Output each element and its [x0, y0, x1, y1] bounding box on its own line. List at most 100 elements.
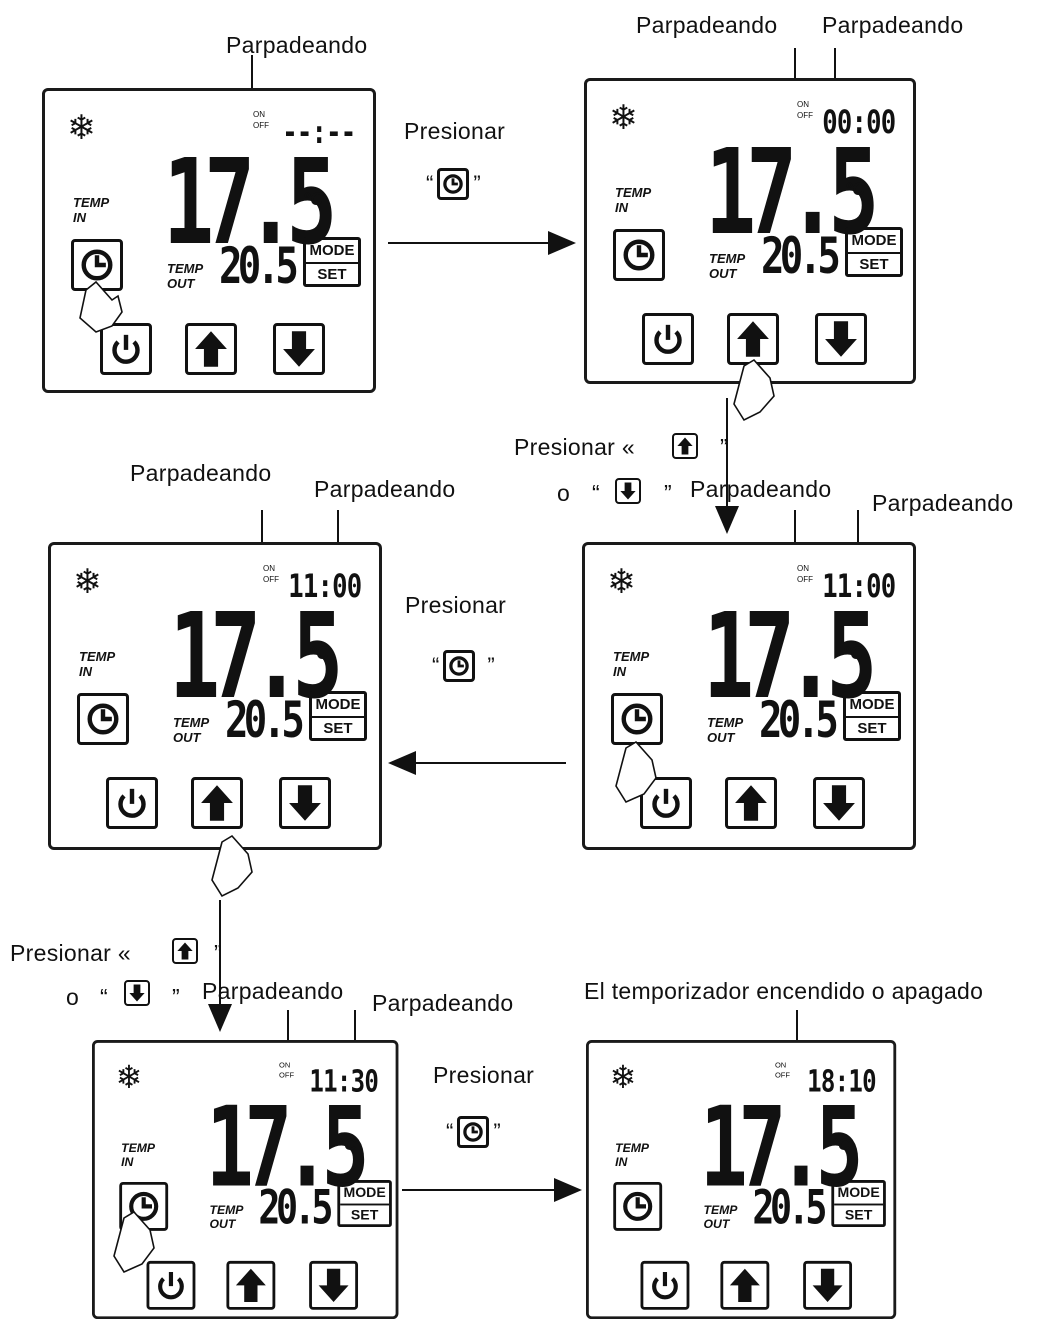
outdoor-temperature: 20.5: [258, 1180, 333, 1235]
on-label: ON: [797, 564, 809, 573]
final-note: El temporizador encendido o apagado: [584, 978, 984, 1004]
power-icon: [118, 788, 146, 818]
power-icon: [158, 1272, 184, 1300]
temp-out-line1: TEMP: [173, 715, 210, 730]
timer-display: 00:00: [821, 103, 896, 141]
outdoor-temperature: 20.5: [752, 1180, 827, 1235]
indoor-temperature: 17.5: [699, 1082, 864, 1213]
power-button[interactable]: [106, 777, 158, 829]
mode-set-button[interactable]: MODE SET: [309, 691, 367, 741]
blinking-label: Parpadeando: [130, 460, 272, 486]
temp-out-line1: TEMP: [167, 261, 204, 276]
thermostat-panel: ❄ ON OFF 11:30 TEMP IN 17.5 °C TEMP OUT …: [92, 1040, 398, 1319]
set-label: SET: [857, 720, 887, 737]
down-button[interactable]: [803, 1260, 853, 1310]
power-icon: [654, 324, 682, 354]
arrow-up-icon: [672, 433, 698, 459]
mode-set-button[interactable]: MODE SET: [843, 691, 901, 741]
temp-out-line2: OUT: [707, 730, 735, 745]
down-button[interactable]: [815, 313, 867, 365]
unit-label: °C: [303, 189, 324, 209]
blinking-label: Parpadeando: [636, 12, 778, 38]
mode-set-button[interactable]: MODE SET: [831, 1180, 886, 1228]
up-button[interactable]: [185, 323, 237, 375]
arrow-down-icon: [615, 478, 641, 504]
clock-icon: [87, 703, 119, 735]
power-button[interactable]: [640, 777, 692, 829]
off-label: OFF: [263, 575, 279, 584]
set-label: SET: [317, 266, 347, 283]
mode-set-button[interactable]: MODE SET: [845, 227, 903, 277]
clock-button[interactable]: [613, 1181, 663, 1231]
on-label: ON: [797, 100, 809, 109]
indoor-temperature: 17.5: [703, 587, 877, 725]
power-button[interactable]: [642, 313, 694, 365]
up-button[interactable]: [727, 313, 779, 365]
mode-label: MODE: [834, 1183, 884, 1206]
quote: ”: [487, 653, 495, 678]
indoor-temperature: 17.5: [705, 123, 879, 261]
off-label: OFF: [797, 575, 813, 584]
clock-icon: [457, 1116, 490, 1148]
quote: ”: [473, 171, 481, 196]
clock-button[interactable]: [613, 229, 665, 281]
off-label: OFF: [774, 1071, 790, 1080]
temp-out-line2: OUT: [167, 276, 195, 291]
down-button[interactable]: [273, 323, 325, 375]
temp-out-label: TEMP OUT: [709, 251, 745, 281]
mode-set-button[interactable]: MODE SET: [337, 1180, 392, 1228]
down-button[interactable]: [813, 777, 865, 829]
quote: “: [592, 480, 600, 506]
up-button[interactable]: [720, 1260, 770, 1310]
clock-icon: [437, 168, 470, 200]
mode-set-button[interactable]: MODE SET: [303, 237, 361, 287]
down-button[interactable]: [309, 1260, 359, 1310]
on-label: ON: [263, 564, 275, 573]
temp-out-label: TEMP OUT: [167, 261, 203, 291]
up-button[interactable]: [725, 777, 777, 829]
temp-in-label: TEMP IN: [79, 649, 115, 679]
power-button[interactable]: [100, 323, 152, 375]
blinking-label: Parpadeando: [372, 990, 514, 1016]
power-button[interactable]: [640, 1260, 690, 1310]
mode-label: MODE: [848, 230, 900, 254]
off-label: OFF: [279, 1071, 295, 1080]
blinking-label: Parpadeando: [202, 978, 344, 1004]
down-button[interactable]: [279, 777, 331, 829]
unit-label: °C: [831, 1134, 851, 1154]
power-button[interactable]: [146, 1260, 196, 1310]
quote: ”: [172, 984, 180, 1010]
on-label: ON: [774, 1060, 787, 1070]
temp-out-label: TEMP OUT: [704, 1203, 738, 1231]
temp-in-label: TEMP IN: [121, 1141, 155, 1169]
temp-in-label: TEMP IN: [73, 195, 109, 225]
thermostat-panel: ❄ ON OFF 11:00 TEMP IN 17.5 °C TEMP OUT …: [48, 542, 382, 850]
outdoor-temperature: 20.5: [219, 237, 299, 295]
thermostat-panel: ❄ ON OFF 11:00 TEMP IN 17.5 °C TEMP OUT …: [582, 542, 916, 850]
clock-button[interactable]: [119, 1181, 169, 1231]
up-button[interactable]: [226, 1260, 276, 1310]
temp-in-line2: IN: [121, 1154, 134, 1169]
on-off-indicator: ON OFF: [253, 109, 269, 131]
indoor-temperature: 17.5: [205, 1082, 370, 1213]
clock-button[interactable]: [611, 693, 663, 745]
arrow-up-icon: [737, 321, 769, 357]
temp-out-line1: TEMP: [709, 251, 746, 266]
unit-label: °C: [843, 643, 864, 663]
power-icon: [112, 334, 140, 364]
clock-button[interactable]: [77, 693, 129, 745]
clock-icon: [81, 249, 113, 281]
on-off-indicator: ON OFF: [775, 1060, 790, 1081]
temp-in-line1: TEMP: [615, 1140, 650, 1155]
temp-out-line1: TEMP: [703, 1202, 738, 1217]
mode-label: MODE: [312, 694, 364, 718]
up-button[interactable]: [191, 777, 243, 829]
temp-in-label: TEMP IN: [615, 185, 651, 215]
temp-in-line2: IN: [615, 1154, 628, 1169]
off-label: OFF: [253, 121, 269, 130]
press-label: Presionar: [433, 1062, 535, 1088]
clock-button[interactable]: [71, 239, 123, 291]
arrow-down-icon: [823, 785, 855, 821]
arrow-up-icon: [172, 938, 198, 964]
press-instruction: “ ”: [426, 168, 481, 200]
